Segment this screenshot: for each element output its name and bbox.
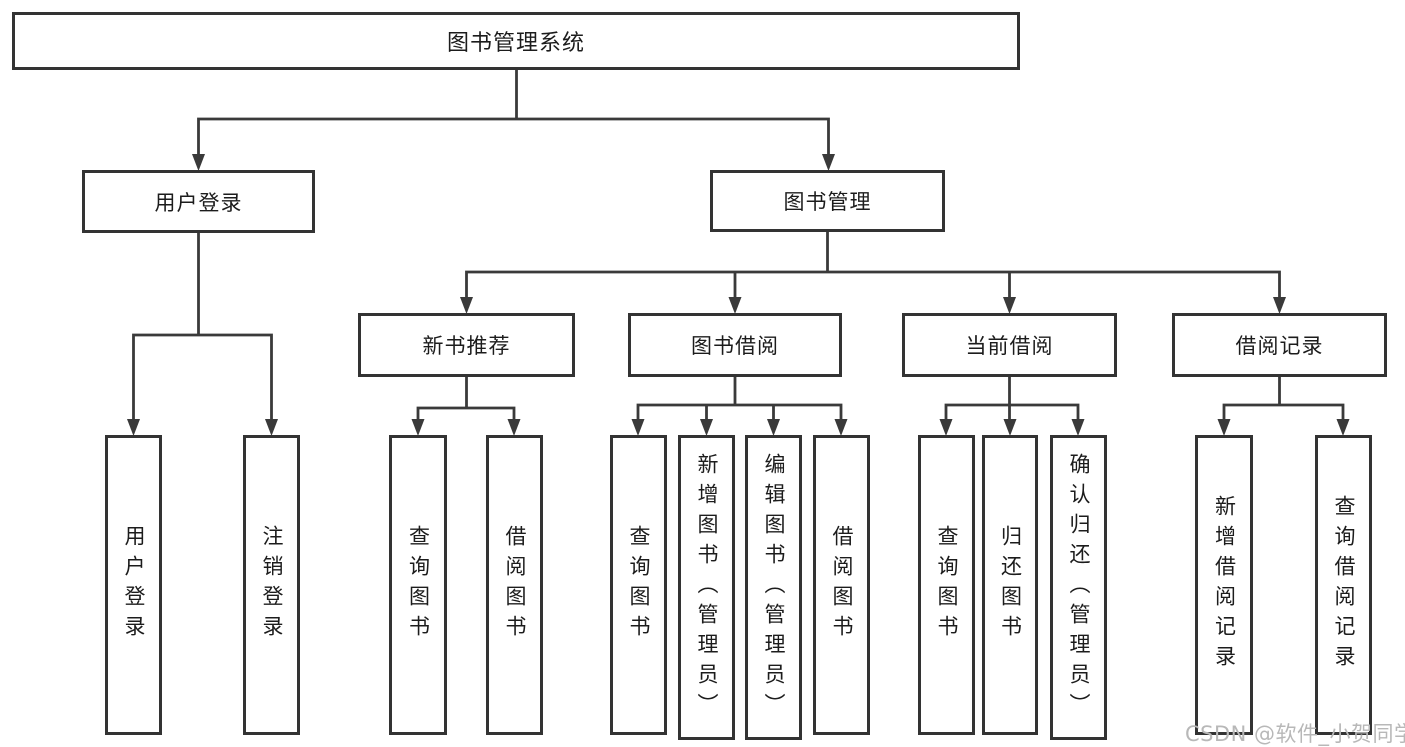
node-user-login: 用户登录 bbox=[82, 170, 315, 233]
node-book-management: 图书管理 bbox=[710, 170, 945, 232]
node-leaf-confirm-return-admin: 确认归还（管理员） bbox=[1050, 435, 1107, 740]
node-leaf-query-books: 查询图书 bbox=[918, 435, 975, 735]
node-current-borrow: 当前借阅 bbox=[902, 313, 1117, 377]
arrow-down-icon bbox=[1217, 419, 1231, 436]
node-leaf-user-login: 用户登录 bbox=[105, 435, 162, 735]
node-leaf-query-books: 查询图书 bbox=[389, 435, 447, 735]
node-label: 编辑图书（管理员） bbox=[762, 452, 786, 723]
arrow-down-icon bbox=[1003, 297, 1016, 314]
arrow-down-icon bbox=[631, 419, 645, 436]
connector-book-borrow bbox=[636, 377, 843, 421]
node-label: 查询图书 bbox=[406, 525, 431, 645]
node-label: 图书管理 bbox=[783, 190, 872, 214]
node-label: 当前借阅 bbox=[965, 334, 1054, 358]
arrow-down-icon bbox=[1071, 419, 1085, 436]
arrow-down-icon bbox=[192, 154, 205, 171]
node-leaf-add-borrow-record: 新增借阅记录 bbox=[1195, 435, 1253, 735]
arrow-down-icon bbox=[728, 297, 742, 314]
node-borrow-records: 借阅记录 bbox=[1172, 313, 1387, 377]
node-label: 归还图书 bbox=[998, 525, 1023, 645]
arrow-down-icon bbox=[265, 419, 278, 436]
node-label: 借阅图书 bbox=[830, 525, 854, 645]
node-label: 新增借阅记录 bbox=[1212, 495, 1237, 675]
connector-root bbox=[197, 70, 830, 155]
arrow-down-icon bbox=[1273, 297, 1286, 314]
node-label: 注销登录 bbox=[260, 525, 284, 645]
node-leaf-borrow-books: 借阅图书 bbox=[486, 435, 543, 735]
arrow-down-icon bbox=[939, 419, 953, 436]
node-leaf-edit-book-admin: 编辑图书（管理员） bbox=[745, 435, 802, 740]
arrow-down-icon bbox=[1003, 419, 1017, 436]
node-new-book-recommend: 新书推荐 bbox=[358, 313, 575, 377]
arrow-down-icon bbox=[460, 297, 473, 314]
arrow-down-icon bbox=[411, 419, 425, 436]
node-label: 图书管理系统 bbox=[446, 31, 585, 56]
node-label: 确认归还（管理员） bbox=[1067, 452, 1091, 723]
watermark: CSDN @软件_小贺同学 bbox=[1185, 722, 1405, 746]
arrow-down-icon bbox=[700, 419, 713, 436]
connector-current-borrow bbox=[944, 377, 1080, 421]
arrow-down-icon bbox=[767, 419, 780, 436]
node-label: 查询图书 bbox=[935, 525, 959, 645]
node-leaf-borrow-books: 借阅图书 bbox=[813, 435, 870, 735]
node-label: 用户登录 bbox=[122, 525, 146, 645]
arrow-down-icon bbox=[834, 419, 848, 436]
node-label: 新增图书（管理员） bbox=[695, 452, 719, 723]
connector-new-book bbox=[416, 377, 516, 421]
node-library-system: 图书管理系统 bbox=[12, 12, 1020, 70]
node-label: 借阅记录 bbox=[1235, 334, 1324, 358]
node-label: 查询图书 bbox=[627, 525, 651, 645]
node-leaf-return-book: 归还图书 bbox=[982, 435, 1038, 735]
node-label: 用户登录 bbox=[154, 190, 243, 215]
node-label: 查询借阅记录 bbox=[1332, 495, 1356, 675]
connector-borrow-records bbox=[1222, 377, 1345, 421]
node-leaf-logout: 注销登录 bbox=[243, 435, 300, 735]
node-label: 图书借阅 bbox=[691, 334, 779, 358]
node-leaf-add-book-admin: 新增图书（管理员） bbox=[678, 435, 735, 740]
node-leaf-query-books: 查询图书 bbox=[610, 435, 667, 735]
arrow-down-icon bbox=[507, 419, 521, 436]
node-leaf-query-borrow-record: 查询借阅记录 bbox=[1315, 435, 1372, 735]
arrow-down-icon bbox=[127, 419, 140, 436]
node-book-borrow: 图书借阅 bbox=[628, 313, 842, 377]
connector-book-management bbox=[465, 232, 1281, 298]
arrow-down-icon bbox=[822, 154, 835, 171]
node-label: 借阅图书 bbox=[503, 525, 527, 645]
connector-user-login bbox=[132, 233, 273, 420]
node-label: 新书推荐 bbox=[422, 334, 511, 358]
arrow-down-icon bbox=[1336, 419, 1350, 436]
